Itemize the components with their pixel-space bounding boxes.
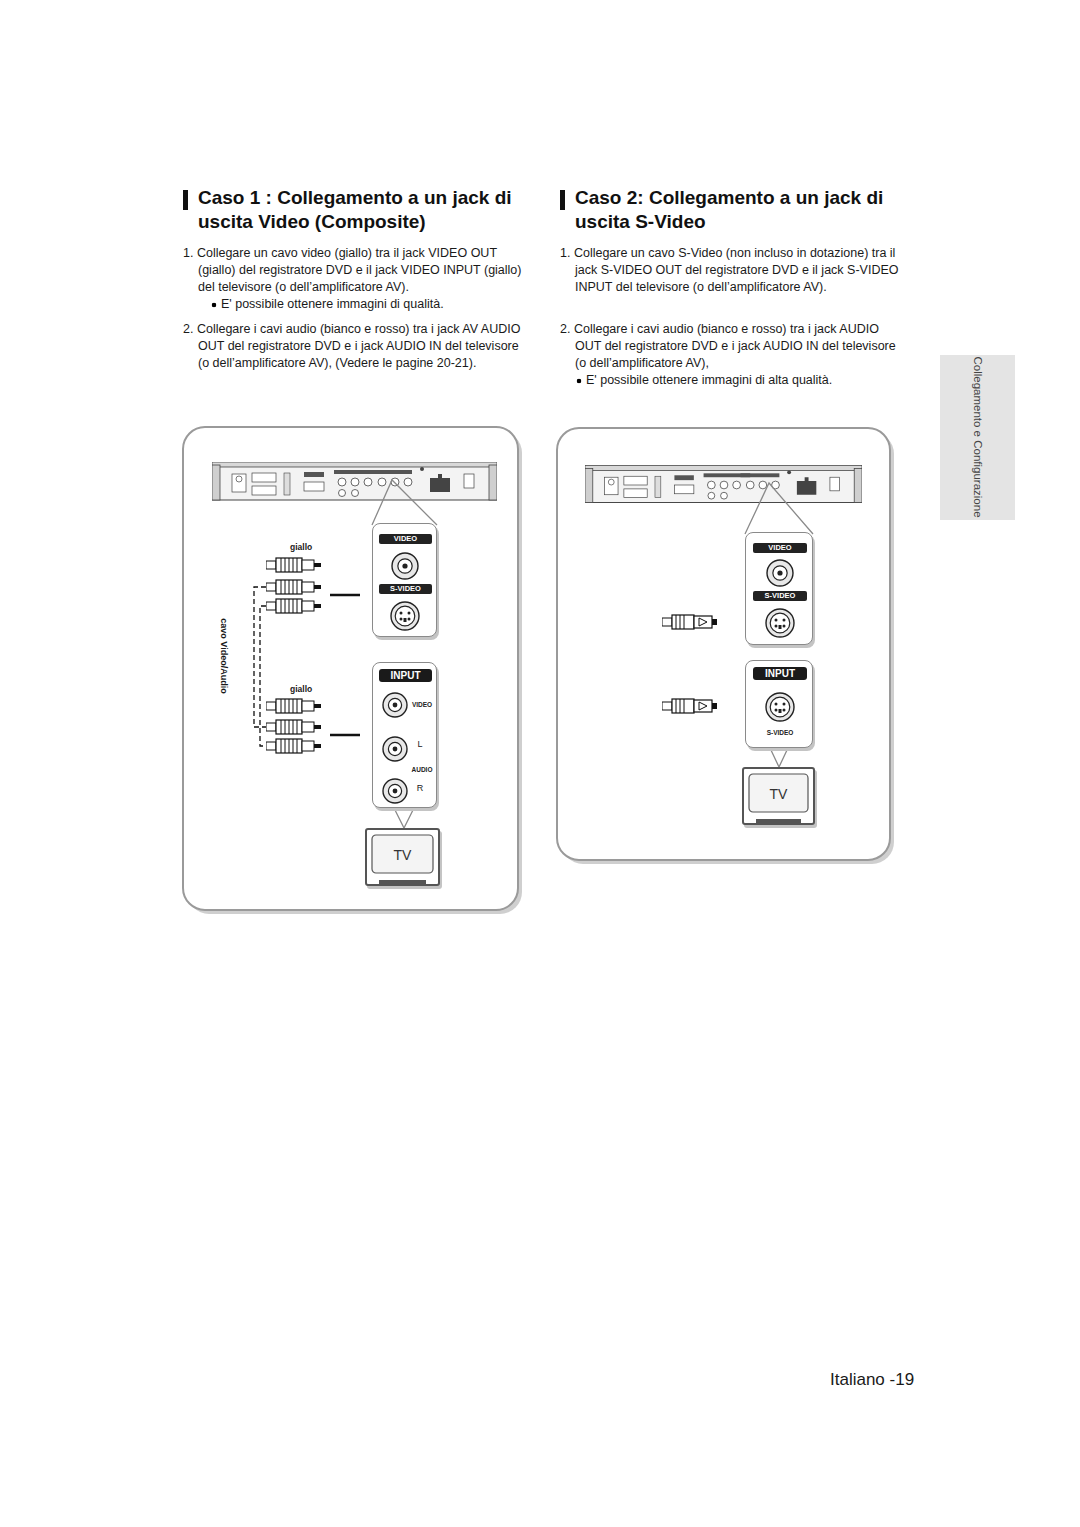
jack-label: VIDEO [753, 543, 807, 553]
jack-label: S-VIDEO [379, 584, 432, 594]
instruction-step: 2. Collegare i cavi audio (bianco e ross… [560, 321, 905, 372]
input-header: INPUT [753, 667, 807, 680]
plug-arrows [330, 595, 360, 735]
panel-right [557, 428, 894, 864]
instruction-step: 1. Collegare un cavo S-Video (non inclus… [560, 245, 905, 296]
tv-set: TV [365, 828, 440, 886]
cable-label: cavo Video/Audio [218, 606, 230, 706]
tv-label: TV [367, 847, 438, 863]
jack-drawing [373, 663, 436, 807]
tv-input-panel: INPUT VIDEO L AUDIO R [372, 662, 437, 808]
cable-color-label: giallo [290, 684, 340, 695]
section-tab-text: Collegamento e Configurazione [971, 350, 985, 525]
rca-plugs [266, 558, 321, 753]
section-heading: Caso 1 : Collegamento a un jack di uscit… [198, 186, 528, 234]
jack-label: S-VIDEO [753, 591, 807, 601]
audio-cables [254, 587, 266, 746]
section-tab: Collegamento e Configurazione [940, 355, 1015, 520]
page-number: Italiano -19 [830, 1370, 950, 1390]
jack-label: VIDEO [409, 701, 435, 709]
dvd-recorder-rear [212, 462, 862, 502]
tv-input-panel: INPUT S-VIDEO [745, 660, 813, 748]
instruction-step: 2. Collegare i cavi audio (bianco e ross… [183, 321, 525, 372]
s-video-plugs [662, 615, 717, 713]
input-header: INPUT [379, 669, 432, 682]
tv-set: TV [742, 767, 815, 825]
jack-label: S-VIDEO [750, 729, 810, 737]
output-jack-callout: VIDEO S-VIDEO [745, 532, 813, 645]
note-bullet: E' possibile ottenere immagini di qualit… [211, 296, 521, 313]
jack-label: VIDEO [379, 534, 432, 544]
section-heading: Caso 2: Collegamento a un jack di uscita… [575, 186, 905, 234]
jack-label: AUDIO [409, 766, 435, 774]
output-jack-callout: VIDEO S-VIDEO [372, 523, 437, 637]
note-bullet: E' possibile ottenere immagini di alta q… [576, 372, 896, 389]
cable-color-label: giallo [290, 542, 340, 553]
jack-label: L [413, 739, 427, 750]
instruction-step: 1. Collegare un cavo video (giallo) tra … [183, 245, 525, 296]
panel-left [183, 427, 522, 914]
tv-label: TV [744, 786, 813, 802]
jack-label: R [413, 783, 427, 794]
